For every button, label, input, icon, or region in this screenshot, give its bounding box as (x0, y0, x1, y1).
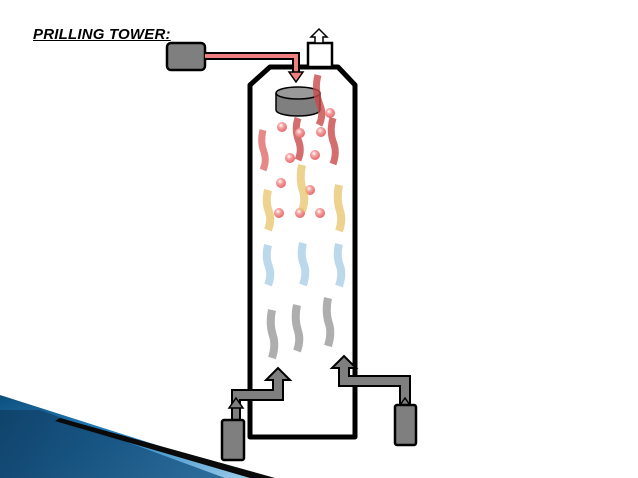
right-blower (393, 403, 418, 447)
slide-title: PRILLING TOWER: (33, 26, 171, 43)
right-air-duct (329, 354, 411, 406)
hot-streak (258, 129, 269, 172)
cold-streak (266, 309, 279, 360)
hot-zone-droplets (258, 74, 339, 218)
hot-droplet (310, 150, 320, 160)
hot-droplet (285, 153, 295, 163)
hot-droplet (295, 128, 305, 138)
hot-droplet (315, 208, 325, 218)
feed-line-fill (205, 54, 298, 74)
cool-streak (333, 243, 346, 288)
warm-streak (262, 189, 275, 232)
cold-zone-streaks (266, 297, 335, 360)
vent-exhaust-arrow (309, 27, 329, 44)
cool-zone-streaks (262, 242, 346, 288)
cold-streak (322, 297, 335, 348)
hot-droplet (316, 127, 326, 137)
hot-streak (327, 117, 339, 166)
warm-streak (333, 184, 346, 233)
hot-streak (312, 74, 326, 127)
hot-droplet (325, 108, 335, 118)
top-vent (306, 41, 334, 69)
left-blower (220, 418, 246, 462)
hot-droplet (276, 178, 286, 188)
feed-tank (165, 41, 207, 72)
right-air-inlet (329, 354, 418, 447)
left-blower-outlet-arrow (227, 396, 245, 409)
cool-streak (297, 242, 310, 287)
warm-zone-streaks (262, 164, 346, 233)
slide-corner-decoration (0, 395, 300, 478)
hot-droplet (277, 122, 287, 132)
hot-droplet (274, 208, 284, 218)
cold-streak (291, 304, 304, 353)
cool-streak (262, 244, 275, 287)
left-air-inlet (220, 366, 293, 462)
hot-streak (292, 116, 304, 162)
warm-streak (296, 164, 309, 213)
feed-down-arrow (287, 71, 305, 84)
